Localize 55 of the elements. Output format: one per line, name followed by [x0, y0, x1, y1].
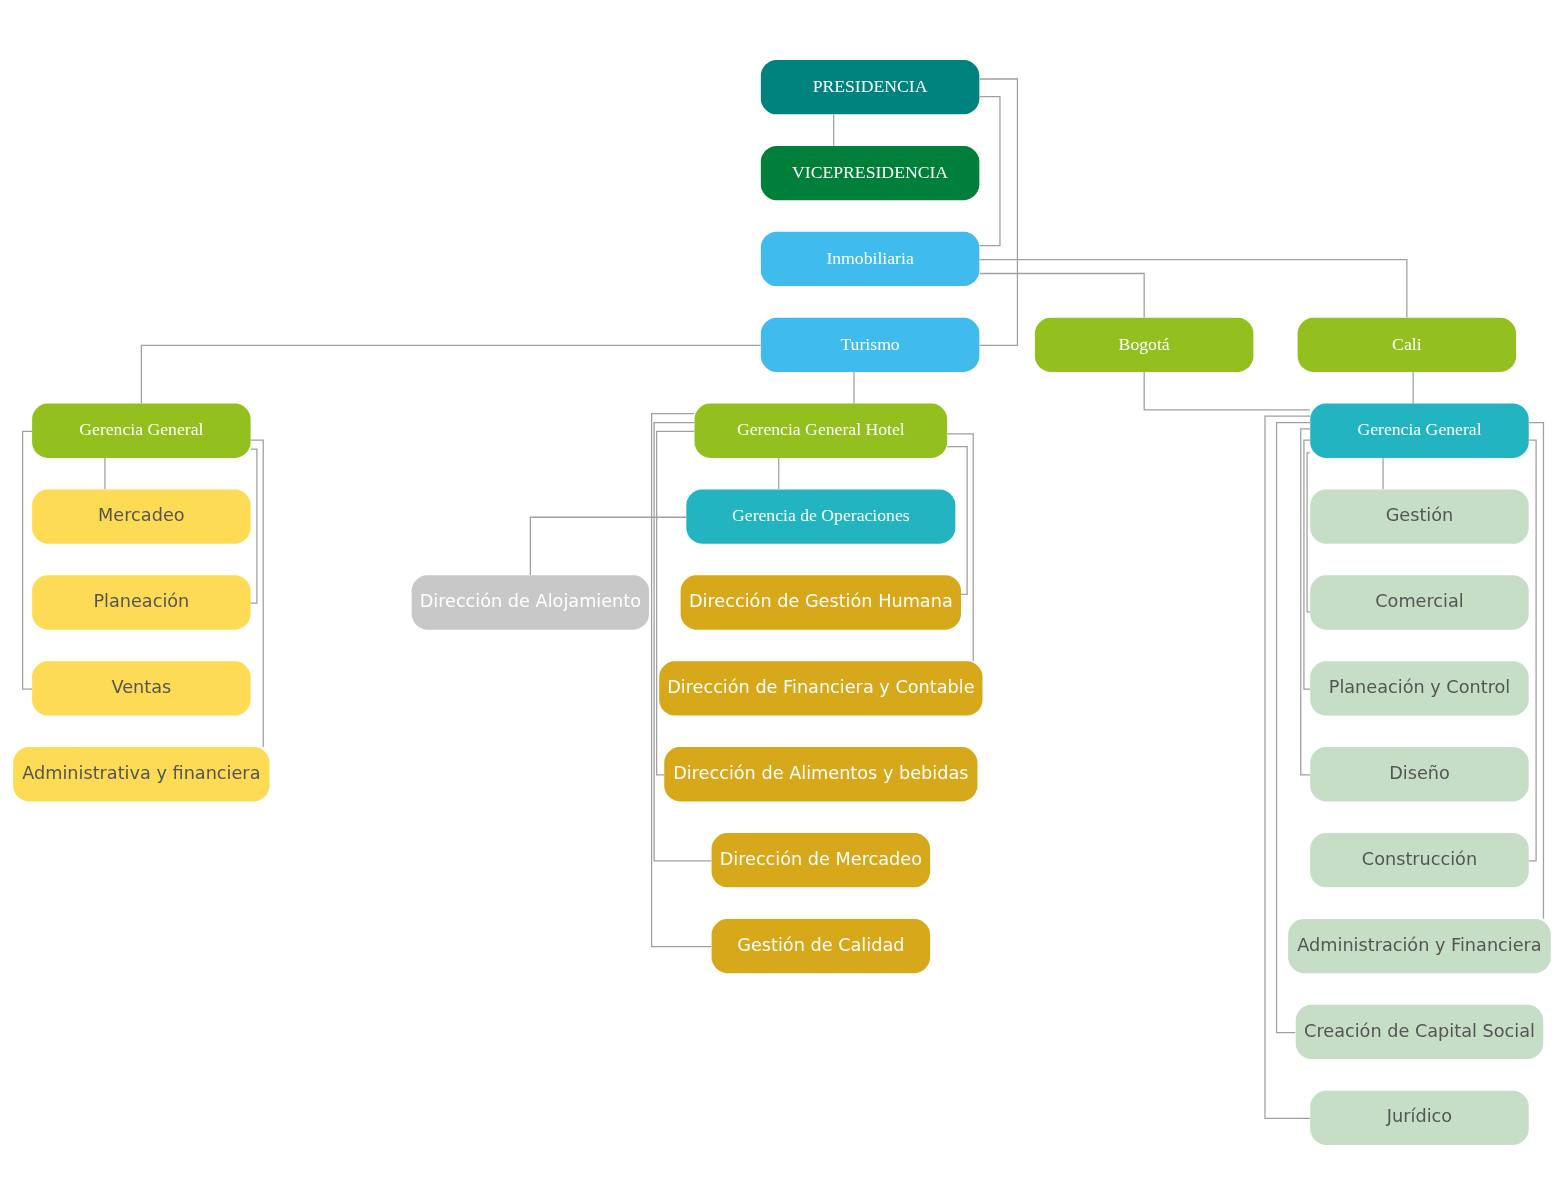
connector — [104, 456, 106, 490]
node-box: Bogotá — [1034, 317, 1254, 372]
connector — [653, 421, 713, 861]
connector — [1264, 415, 1311, 1119]
node-box: Dirección de Alimentos y bebidas — [664, 746, 978, 801]
node-box: Jurídico — [1310, 1090, 1529, 1145]
connector — [1143, 370, 1311, 411]
node-box: Dirección de Financiera y Contable — [659, 660, 983, 716]
connector — [978, 258, 1408, 318]
connector — [833, 113, 835, 146]
node-box: Creación de Capital Social — [1295, 1004, 1544, 1059]
connector — [650, 412, 712, 947]
node-box: Construcción — [1310, 832, 1529, 887]
node-box: Gerencia General — [1310, 403, 1529, 458]
node-box: Gerencia General Hotel — [694, 403, 948, 458]
node-box: VICEPRESIDENCIA — [760, 145, 980, 200]
connector — [1303, 439, 1311, 690]
node-box: PRESIDENCIA — [760, 59, 980, 114]
connector — [978, 272, 1145, 318]
connector — [1300, 427, 1311, 776]
node-box: Planeación — [32, 574, 251, 630]
node-box: Dirección de Gestión Humana — [680, 574, 962, 630]
node-box: Cali — [1297, 317, 1517, 372]
node-box: Comercial — [1310, 574, 1529, 630]
node-box: Administración y Financiera — [1288, 918, 1551, 973]
connector — [250, 439, 264, 748]
connector — [1382, 456, 1384, 490]
node-box: Planeación y Control — [1310, 660, 1529, 716]
node-box: Mercadeo — [32, 488, 251, 544]
node-box: Gestión — [1310, 488, 1529, 544]
node-box: Gerencia de Operaciones — [686, 488, 956, 544]
connector — [979, 95, 1001, 246]
connector — [1528, 421, 1545, 919]
connector — [140, 344, 762, 404]
connector — [946, 445, 968, 595]
connector — [1528, 439, 1537, 861]
connector — [250, 447, 258, 604]
node-box: Ventas — [32, 660, 251, 716]
connector — [946, 432, 974, 662]
connector — [778, 456, 780, 490]
node-box: Dirección de Mercadeo — [711, 832, 931, 887]
connector — [1306, 451, 1311, 613]
connector — [1412, 370, 1414, 404]
connector — [22, 430, 33, 690]
connector — [656, 430, 695, 776]
connector — [1275, 421, 1311, 1033]
connector — [853, 370, 855, 404]
node-box: Gerencia General — [32, 403, 251, 458]
node-box: Diseño — [1310, 746, 1529, 801]
node-box: Inmobiliaria — [760, 231, 980, 286]
node-box: Gestión de Calidad — [711, 918, 931, 973]
connector — [529, 516, 687, 576]
node-box: Administrativa y financiera — [13, 746, 270, 801]
connector — [978, 77, 1019, 346]
node-box: Turismo — [760, 317, 980, 372]
